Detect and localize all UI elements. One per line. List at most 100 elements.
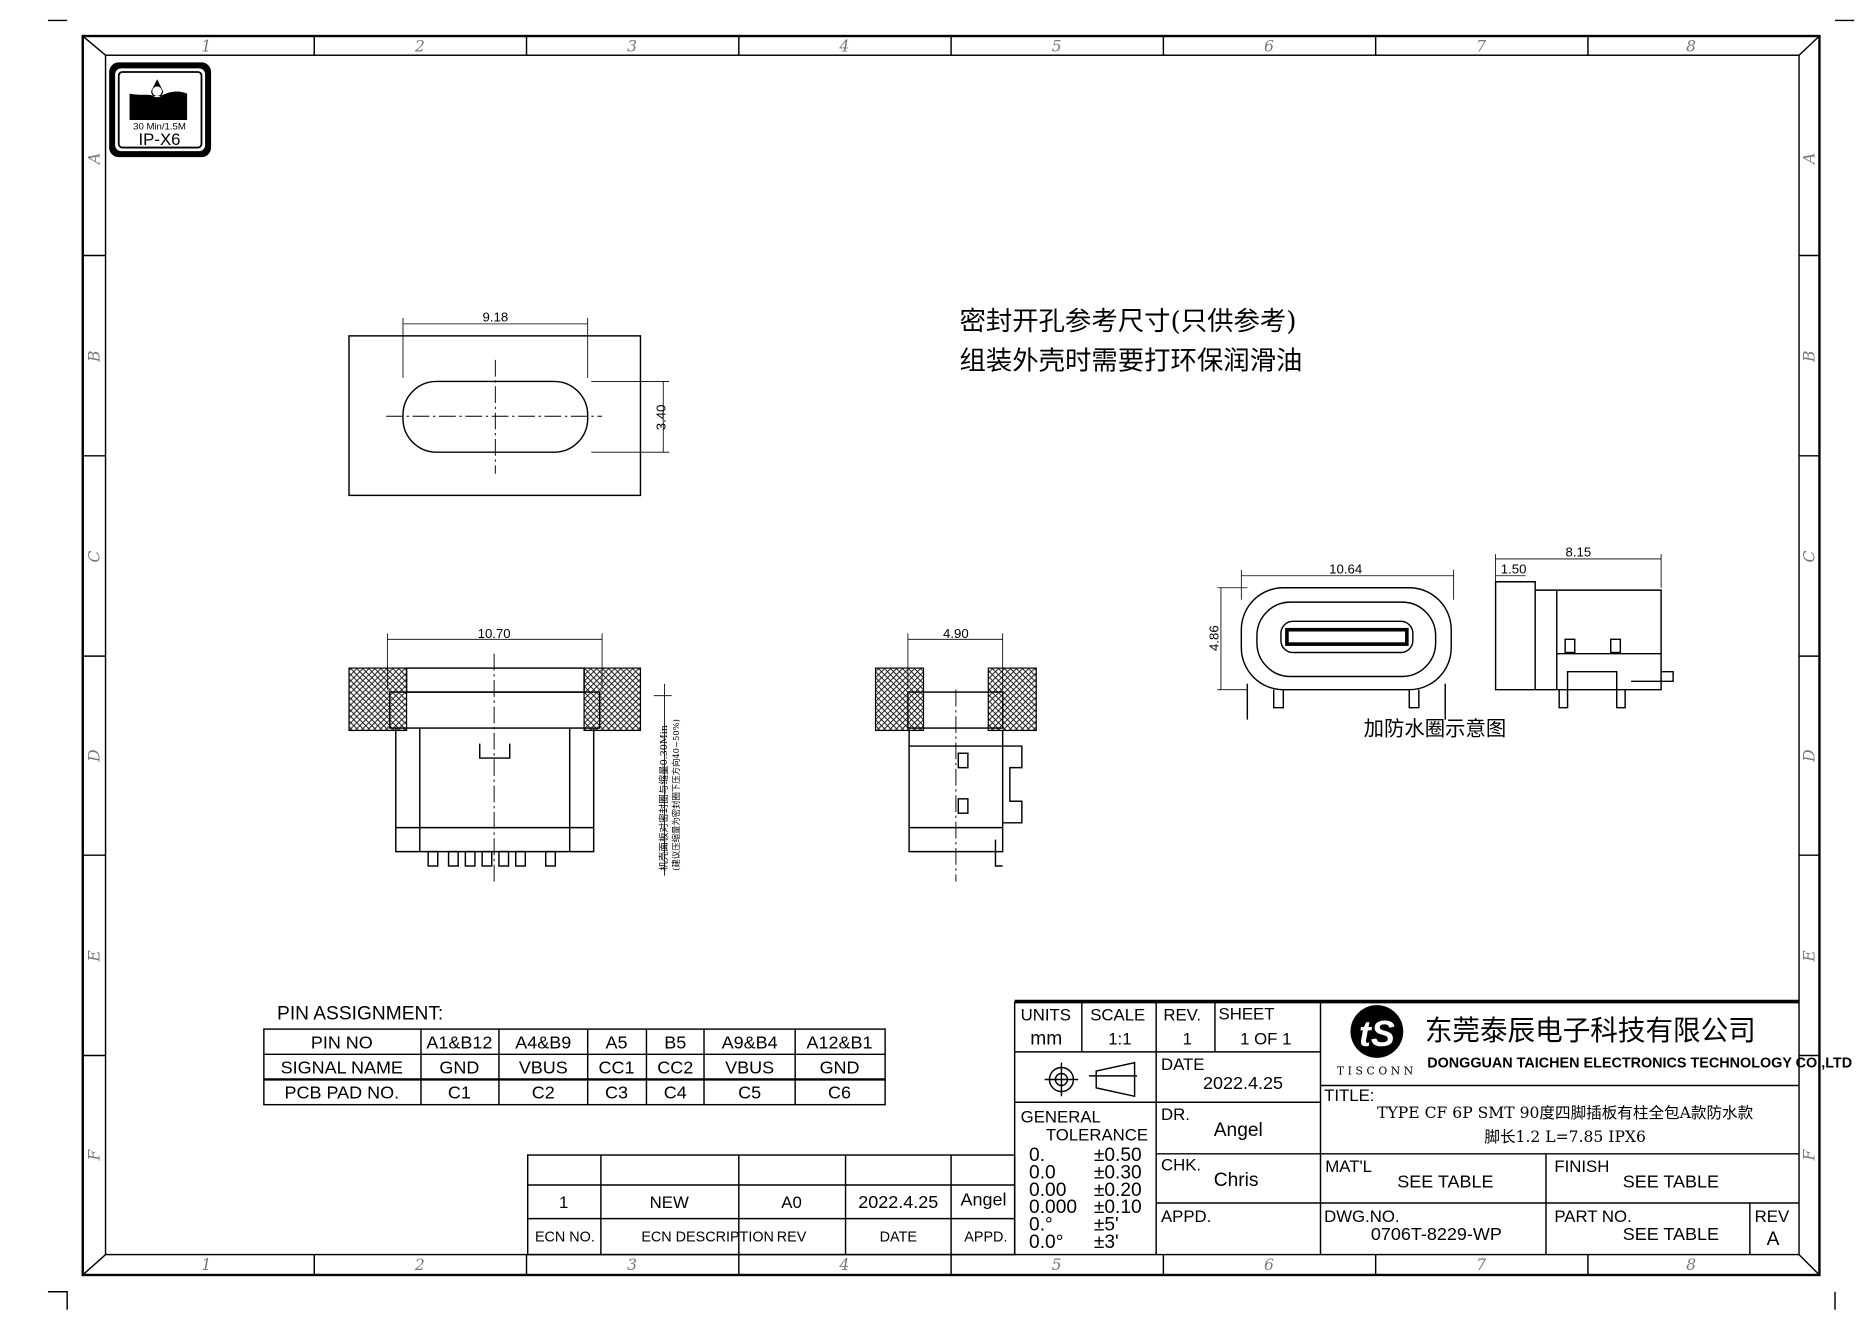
pin-cell: C2 — [532, 1083, 555, 1103]
pin-cell: A9&B4 — [722, 1032, 778, 1052]
zone-labels-right: A B C D E F — [1801, 153, 1819, 1162]
company-name-cn: 东莞泰辰电子科技有限公司 — [1425, 1014, 1756, 1047]
units-label: UNITS — [1021, 1006, 1071, 1025]
pin-cell: C1 — [448, 1083, 471, 1103]
rev-header: ECN DESCRIPTION — [641, 1229, 774, 1245]
pin-cell: A1&B12 — [426, 1032, 492, 1052]
zone-row: B — [86, 351, 104, 363]
pin-cell: A4&B9 — [515, 1032, 571, 1052]
pin-cell: A12&B1 — [807, 1032, 873, 1052]
zone-col: 4 — [838, 38, 849, 56]
note-compression: 机壳面板对密封圈与缩量0.30Min — [658, 725, 670, 871]
checked-by: Chris — [1214, 1170, 1259, 1191]
ring-caption: 加防水圈示意图 — [1364, 716, 1507, 740]
dim-cutout-height: 3.40 — [654, 405, 669, 431]
zone-col: 8 — [1686, 38, 1696, 56]
material-label: MAT'L — [1325, 1157, 1372, 1176]
rev-label-2: REV — [1755, 1207, 1790, 1226]
title-block: UNITS mm SCALE 1:1 REV. 1 SHEET 1 OF 1 D… — [1013, 999, 1852, 1255]
drawing-title-line2: 脚长1.2 L=7.85 IPX6 — [1484, 1128, 1646, 1146]
units-value: mm — [1030, 1029, 1062, 1050]
sheet-label: SHEET — [1219, 1005, 1275, 1024]
chk-label: CHK. — [1161, 1156, 1201, 1175]
dim-side-width: 4.90 — [943, 626, 969, 641]
pin-cell: VBUS — [519, 1057, 568, 1077]
zone-row: B — [1801, 351, 1819, 363]
tolerance-precision: 0.0° — [1029, 1232, 1063, 1253]
zone-row: C — [1801, 551, 1819, 563]
title-label: TITLE: — [1324, 1086, 1374, 1105]
company-name-en: DONGGUAN TAICHEN ELECTRONICS TECHNOLOGY … — [1427, 1055, 1852, 1071]
rev-header: DATE — [880, 1229, 917, 1245]
dim-ring-height: 4.86 — [1207, 625, 1222, 651]
tolerance-value: ±0.30 — [1094, 1162, 1142, 1183]
zone-col: 6 — [1264, 1256, 1274, 1274]
pin-cell: GND — [439, 1057, 479, 1077]
sheet-value: 1 OF 1 — [1240, 1030, 1291, 1049]
zone-row: D — [1801, 749, 1819, 763]
rev-value: 1 — [1183, 1030, 1192, 1049]
zone-col: 6 — [1264, 38, 1274, 56]
rev-value-2: A — [1767, 1229, 1780, 1250]
ipx6-badge: 30 Min/1.5M IP-X6 — [109, 62, 212, 158]
drawn-by: Angel — [1214, 1120, 1263, 1141]
zone-col: 7 — [1476, 1256, 1486, 1274]
zone-labels-top: 1 2 3 4 5 6 7 8 — [201, 38, 1696, 56]
svg-text:tS: tS — [1359, 1013, 1395, 1054]
zone-col: 2 — [414, 1256, 425, 1274]
tolerance-label: GENERAL — [1021, 1108, 1101, 1127]
note-lubricant: 组装外壳时需要打环保润滑油 — [959, 346, 1302, 376]
water-drop-icon — [129, 79, 188, 120]
third-angle-projection-icon — [1044, 1061, 1137, 1098]
zone-col: 3 — [627, 1256, 637, 1274]
pin-cell: C6 — [828, 1083, 851, 1103]
side-view: 4.90 — [874, 626, 1037, 882]
corner-marks — [47, 19, 1855, 1310]
zone-col: 2 — [414, 38, 425, 56]
tolerance-value: ±0.50 — [1094, 1145, 1142, 1166]
zone-labels-left: A B C D E F — [86, 153, 104, 1162]
pin-cell: VBUS — [725, 1057, 774, 1077]
rev-header: REV — [777, 1229, 807, 1245]
finish-label: FINISH — [1554, 1157, 1609, 1176]
rev-appd: Angel — [960, 1189, 1006, 1209]
zone-col: 5 — [1052, 38, 1062, 56]
zone-col: 4 — [838, 1256, 849, 1274]
pin-cell: GND — [820, 1057, 860, 1077]
dr-label: DR. — [1161, 1105, 1190, 1124]
zone-labels-bottom: 1 2 3 4 5 6 7 8 — [201, 1256, 1696, 1274]
rev-date: 2022.4.25 — [858, 1192, 938, 1212]
dim-front-width: 10.70 — [478, 626, 511, 641]
rev-rev: A0 — [781, 1193, 802, 1212]
appd-label: APPD. — [1161, 1207, 1211, 1226]
tolerance-value: ±3' — [1094, 1232, 1119, 1253]
zone-row: F — [1801, 1148, 1819, 1161]
pin-row-header: PIN NO — [311, 1032, 373, 1052]
rev-ecn-no: 1 — [559, 1193, 568, 1212]
revision-table: 1 NEW A0 2022.4.25 Angel ECN NO. ECN DES… — [526, 1154, 1016, 1256]
pin-cell: B5 — [664, 1032, 686, 1052]
tolerance-precision: 0.00 — [1029, 1180, 1066, 1201]
zone-row: C — [86, 551, 104, 563]
tolerance-value: ±0.20 — [1094, 1180, 1142, 1201]
tisconn-logo: tS TISCONN — [1337, 1005, 1417, 1078]
zone-row: D — [86, 749, 104, 763]
drawing-frame: 1 2 3 4 5 6 7 8 1 2 3 4 5 6 7 8 A B C D … — [81, 34, 1821, 1277]
zone-row: A — [86, 153, 104, 166]
zone-col: 5 — [1052, 1256, 1062, 1274]
zone-row: F — [86, 1148, 104, 1161]
date-label: DATE — [1161, 1055, 1205, 1074]
note-compression-hint: (建议压缩量为密封圈下压方向40~50%) — [671, 719, 681, 871]
zone-row: E — [86, 950, 104, 963]
finish-value: SEE TABLE — [1623, 1171, 1719, 1191]
logo-text: TISCONN — [1337, 1065, 1417, 1078]
zone-row: E — [1801, 950, 1819, 963]
date-value: 2022.4.25 — [1203, 1073, 1283, 1093]
pin-row-header: SIGNAL NAME — [281, 1057, 403, 1077]
tolerance-value: ±5' — [1094, 1215, 1119, 1236]
pin-row-header: PCB PAD NO. — [285, 1083, 400, 1103]
badge-rating: IP-X6 — [139, 130, 181, 149]
dim-flange: 1.50 — [1501, 561, 1527, 576]
